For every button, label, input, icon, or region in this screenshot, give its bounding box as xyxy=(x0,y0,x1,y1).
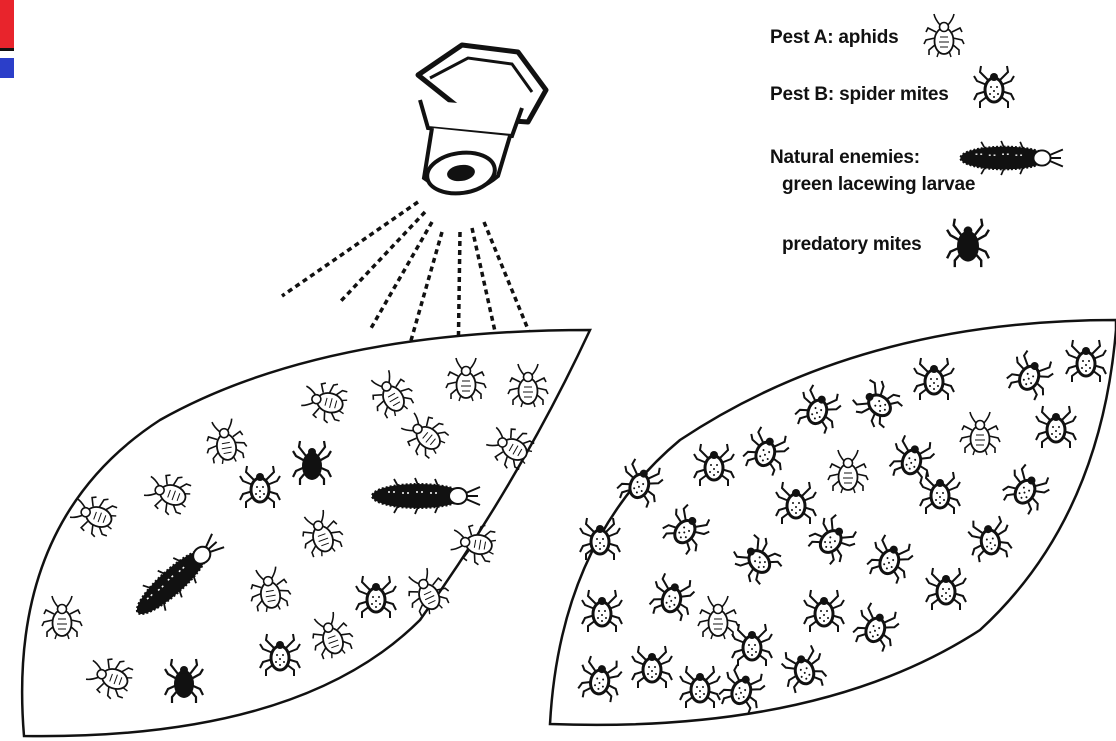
predatory-mite-icon xyxy=(947,219,989,267)
spray-nozzle-icon xyxy=(418,45,546,198)
spider-mite-icon xyxy=(974,66,1014,108)
corner-logo-fragment xyxy=(0,0,14,78)
lacewing-larva-icon xyxy=(960,141,1063,175)
legend-natural-enemies-label: Natural enemies: xyxy=(770,147,920,168)
legend-pest-a-label: Pest A: aphids xyxy=(770,27,898,48)
legend-pest-b-label: Pest B: spider mites xyxy=(770,84,949,105)
legend-lacewing-label: green lacewing larvae xyxy=(782,174,975,195)
legend: Pest A: aphids Pest B: spider mites Natu… xyxy=(770,14,1063,267)
legend-predatory-mites-label: predatory mites xyxy=(782,234,922,255)
aphid-icon xyxy=(924,14,964,57)
